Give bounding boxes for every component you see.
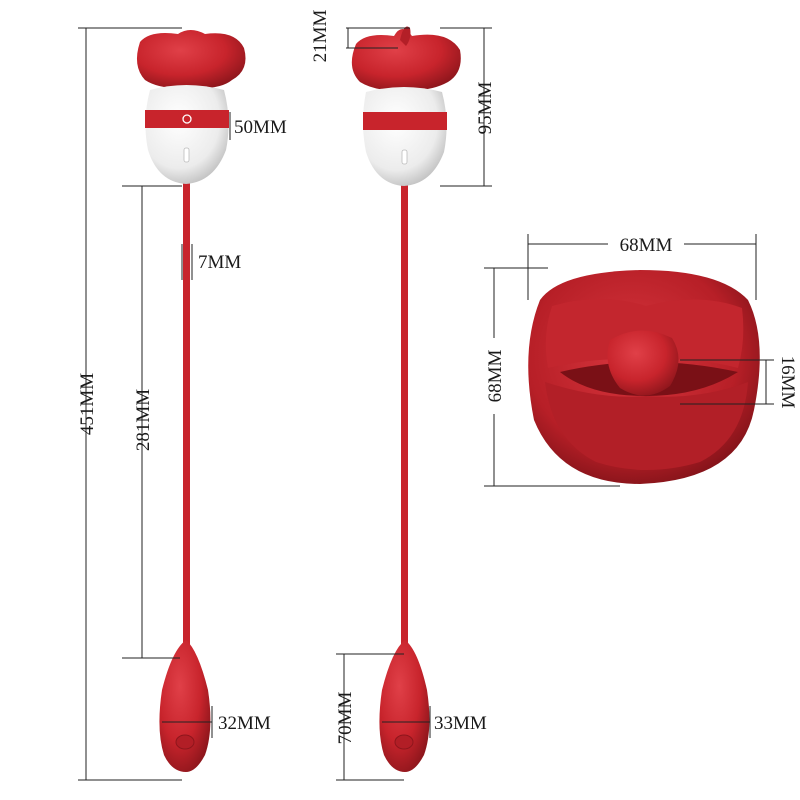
right-head-band xyxy=(363,112,447,130)
left-head-cap xyxy=(136,30,246,89)
label-tongue-size: 16MM xyxy=(777,356,798,409)
label-mouth-height: 68MM xyxy=(485,350,506,403)
label-mouth-width-bg xyxy=(608,234,684,254)
dimension-lines xyxy=(78,27,774,781)
right-device xyxy=(351,26,461,772)
left-head-band xyxy=(145,110,229,128)
label-head-width: 50MM xyxy=(234,117,287,138)
left-cable xyxy=(183,178,190,664)
label-mouth-height-bg xyxy=(484,338,504,414)
label-bullet-width-left: 32MM xyxy=(218,713,271,734)
mouth-tongue xyxy=(607,330,679,396)
left-head-shell xyxy=(145,85,229,184)
right-bullet-button xyxy=(394,734,414,750)
right-head-shell xyxy=(363,87,447,186)
label-cable-thickness: 7MM xyxy=(198,252,241,273)
dimension-labels: 451MM 281MM 7MM 50MM 21MM 95MM 32MM 70MM… xyxy=(77,10,798,745)
right-head-tongue xyxy=(400,26,411,46)
label-bullet-width-right: 33MM xyxy=(434,713,487,734)
left-charge-port xyxy=(183,147,190,163)
label-cable-length: 281MM xyxy=(133,389,154,451)
label-head-height: 95MM xyxy=(475,82,496,135)
right-charge-port xyxy=(401,149,408,165)
right-bullet xyxy=(379,640,430,772)
label-bullet-length: 70MM xyxy=(335,692,356,745)
left-bullet xyxy=(159,640,211,772)
label-tip-height: 21MM xyxy=(310,10,331,63)
label-mouth-width: 68MM xyxy=(620,235,673,256)
mouth-detail xyxy=(528,270,760,484)
right-head-cap xyxy=(351,29,461,91)
power-button-icon xyxy=(182,114,192,124)
right-cable xyxy=(401,178,408,664)
label-total-length: 451MM xyxy=(77,373,98,435)
left-device xyxy=(136,30,246,772)
left-bullet-button xyxy=(175,734,195,750)
